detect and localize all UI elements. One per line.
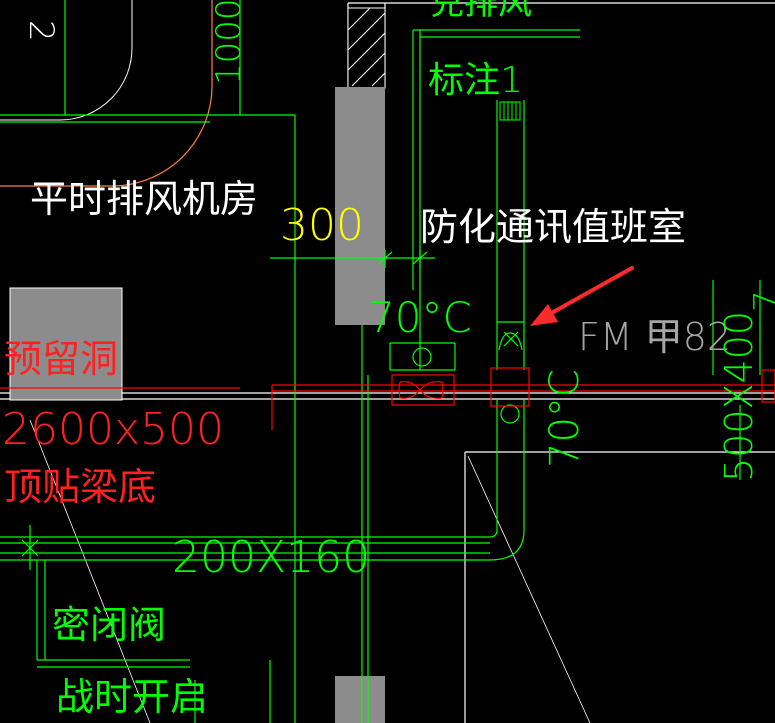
sealed-valve-label: 密闭阀 [52, 603, 166, 647]
duct-circle-icon [500, 404, 520, 424]
duct-size-label: 200X160 [172, 532, 370, 583]
fan-symbol-icon [398, 381, 444, 399]
temp-70c-upper-label: 70°C [368, 293, 472, 342]
dim-1000-label: 1000 [209, 0, 249, 85]
red-lines [0, 367, 775, 430]
grille-icon [499, 101, 521, 121]
column-lower [335, 676, 385, 723]
dim-300-label: 300 [280, 200, 364, 251]
fm-label: FM 甲82 [578, 315, 731, 359]
temp-70c-lower-label: 70°C [542, 369, 588, 468]
diagonal-lines [29, 419, 591, 723]
valve-symbol-icon [21, 525, 39, 570]
beam-bottom-label: 顶贴梁底 [4, 465, 156, 509]
fan-symbol-icon [412, 347, 432, 367]
reserved-hole-box [9, 287, 123, 401]
right-duct-size-label: 500X400 [717, 311, 761, 482]
column-upper [335, 87, 385, 325]
left-partial-label: 2 [21, 20, 61, 42]
top-partial-label: 兑排风 [430, 0, 532, 23]
hatched-wall [347, 7, 386, 89]
room-comm-duty-label: 防化通讯值班室 [420, 205, 686, 249]
room-exhaust-fan-label: 平时排风机房 [30, 177, 258, 221]
annotation-label: 标注1 [428, 60, 523, 101]
wartime-open-label: 战时开启 [56, 675, 208, 719]
pointer-arrow-icon [530, 266, 634, 326]
elbow-arc [0, 0, 213, 187]
hole-size-label: 2600x500 [2, 404, 224, 455]
fire-damper-symbol-icon [497, 321, 524, 351]
right-partial-label: 7 [747, 290, 775, 312]
elbow-outline [0, 0, 133, 121]
reserved-hole-label: 预留洞 [4, 337, 118, 381]
